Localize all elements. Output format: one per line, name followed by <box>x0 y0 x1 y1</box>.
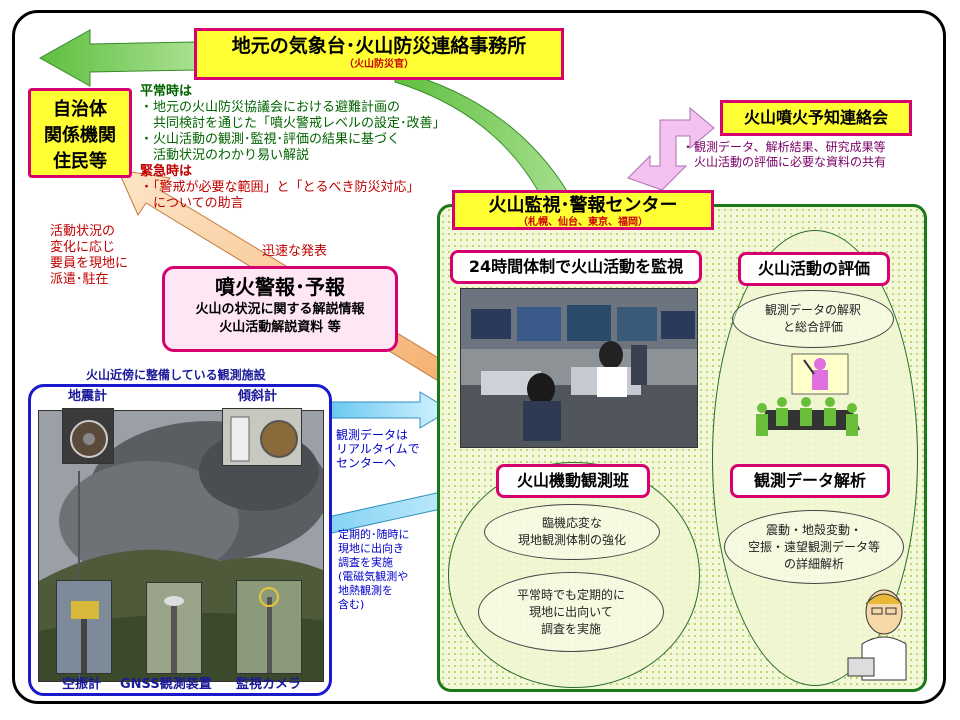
mobile-team-line: 現地観測体制の強化 <box>517 533 626 547</box>
mobile-team-line: 臨機応変な <box>541 516 602 530</box>
realtime-line: センターへ <box>336 456 397 470</box>
field-line: 定期的･随時に <box>338 528 410 541</box>
infrasound-photo <box>56 580 112 674</box>
peacetime-item: 共同検討を通じた「噴火警戒レベルの設定･改善」 <box>140 116 446 131</box>
dispatch-line: 要員を現地に <box>50 256 129 271</box>
mobile-team-line: 調査を実施 <box>540 621 601 636</box>
peacetime-item: 活動状況のわかり易い解説 <box>140 148 310 163</box>
warning-line: 火山活動解説資料 等 <box>219 320 341 335</box>
gnss-image <box>164 596 184 673</box>
infrasound-label: 空振計 <box>62 677 102 692</box>
center-sub: （札幌、仙台、東京、福岡） <box>518 217 648 228</box>
field-line: 含む) <box>338 598 365 611</box>
dispatch-note: 活動状況の 変化に応じ 要員を現地に 派遣･駐在 <box>50 224 128 288</box>
evaluation-line: と総合評価 <box>782 320 843 334</box>
jma-office-title: 地元の気象台･火山防災連絡事務所 <box>231 35 527 57</box>
emergency-item: についての助言 <box>140 196 244 211</box>
mobile-team-line: 平常時でも定期的に <box>516 587 625 602</box>
field-line: 調査を実施 <box>338 556 393 569</box>
realtime-note: 観測データは リアルタイムで センターへ <box>336 428 420 470</box>
dispatch-line: 派遣･駐在 <box>50 272 109 287</box>
field-line: 現地に出向き <box>338 542 404 555</box>
warning-line: 火山の状況に関する解説情報 <box>195 302 365 317</box>
dispatch-line: 変化に応じ <box>50 240 116 255</box>
facility-title: 火山近傍に整備している観測施設 <box>84 368 268 382</box>
local-gov-line: 関係機関 <box>44 125 116 146</box>
seismometer-photo <box>62 408 114 464</box>
analyst-icon <box>847 589 907 681</box>
mobile-team-title: 火山機動観測班 <box>496 464 650 498</box>
rapid-issue-label: 迅速な発表 <box>262 244 328 259</box>
tiltmeter-photo <box>222 408 302 466</box>
control-room-image <box>461 289 697 447</box>
analysis-line: 空振・遠望観測データ等 <box>747 539 880 554</box>
evaluation-title: 火山活動の評価 <box>738 252 890 286</box>
liaison-notes: ・観測データ、解析結果、研究成果等 火山活動の評価に必要な資料の共有 <box>682 140 886 170</box>
warning-title: 噴火警報･予報 <box>215 275 345 299</box>
local-gov-line: 自治体 <box>53 99 107 120</box>
field-line: (電磁気観測や <box>338 570 409 583</box>
realtime-line: リアルタイムで <box>336 442 420 456</box>
liaison-note: ・観測データ、解析結果、研究成果等 <box>682 140 886 154</box>
realtime-data-arrow <box>329 391 451 429</box>
local-gov-box: 自治体 関係機関 住民等 <box>28 88 132 178</box>
peacetime-item: ・地元の火山防災協議会における避難計画の <box>140 100 401 115</box>
emergency-heading: 緊急時は <box>140 164 193 179</box>
infrasound-image <box>71 601 99 673</box>
tiltmeter-label: 傾斜計 <box>238 389 278 404</box>
analysis-line: の詳細解析 <box>783 556 844 571</box>
emergency-item: ・「警戒が必要な範囲」と「とるべき防災対応」 <box>140 180 420 195</box>
local-gov-line: 住民等 <box>53 151 107 172</box>
seismometer-label: 地震計 <box>68 389 108 404</box>
camera-photo <box>236 580 302 674</box>
analysis-title: 観測データ解析 <box>730 464 890 498</box>
warning-box: 噴火警報･予報 火山の状況に関する解説情報 火山活動解説資料 等 <box>162 266 398 352</box>
gnss-label: GNSS観測装置 <box>120 677 212 692</box>
liaison-box: 火山噴火予知連絡会 <box>720 100 912 136</box>
realtime-line: 観測データは <box>336 428 409 442</box>
field-line: 地熱観測を <box>338 584 393 597</box>
control-room-photo <box>460 288 698 448</box>
evaluation-ellipse: 観測データの解釈 と総合評価 <box>732 290 894 348</box>
analysis-ellipse: 震動・地殻変動・ 空振・遠望観測データ等 の詳細解析 <box>724 510 904 584</box>
jma-office-box: 地元の気象台･火山防災連絡事務所 （火山防災官） <box>194 28 564 80</box>
meeting-icon <box>756 353 860 436</box>
analysis-line: 震動・地殻変動・ <box>765 522 862 537</box>
peacetime-item: ・火山活動の観測･監視･評価の結果に基づく <box>140 132 401 147</box>
dispatch-line: 活動状況の <box>50 224 116 239</box>
camera-label: 監視カメラ <box>236 677 302 692</box>
center-title-box: 火山監視･警報センター （札幌、仙台、東京、福岡） <box>452 190 714 230</box>
seismometer-image <box>70 420 108 458</box>
field-note: 定期的･随時に 現地に出向き 調査を実施 (電磁気観測や 地熱観測を 含む) <box>338 528 410 612</box>
camera-image <box>259 587 279 673</box>
peacetime-notes: 平常時は ・地元の火山防災協議会における避難計画の 共同検討を通じた「噴火警戒レ… <box>140 84 446 212</box>
center-title: 火山監視･警報センター <box>488 195 678 216</box>
monitor-box: 24時間体制で火山活動を監視 <box>450 250 702 284</box>
mobile-team-ellipse-1: 臨機応変な 現地観測体制の強化 <box>484 504 660 560</box>
green-arrow-to-gov <box>38 29 196 87</box>
liaison-note: 火山活動の評価に必要な資料の共有 <box>682 155 887 169</box>
peacetime-heading: 平常時は <box>140 84 193 99</box>
pink-bidirectional-arrow <box>627 106 715 191</box>
gnss-photo <box>146 582 202 674</box>
jma-office-sub: （火山防災官） <box>344 59 414 70</box>
tiltmeter-image <box>230 416 298 462</box>
evaluation-line: 観測データの解釈 <box>764 303 861 317</box>
mobile-team-ellipse-2: 平常時でも定期的に 現地に出向いて 調査を実施 <box>478 572 664 652</box>
mobile-team-line: 現地に出向いて <box>529 604 613 619</box>
